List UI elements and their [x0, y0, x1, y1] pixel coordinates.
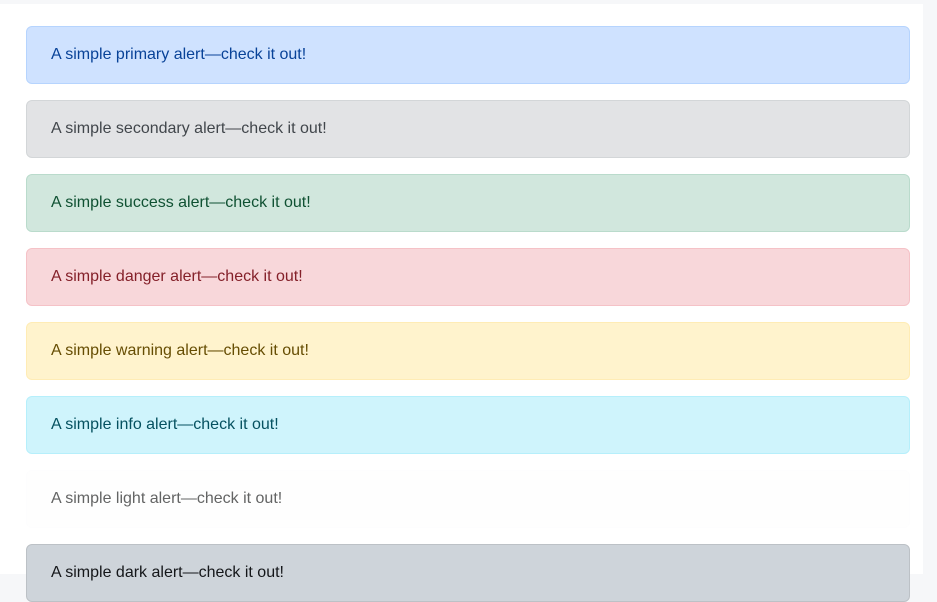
alert-success: A simple success alert—check it out! — [26, 174, 910, 232]
alert-dark: A simple dark alert—check it out! — [26, 544, 910, 602]
alert-secondary-text: A simple secondary alert—check it out! — [51, 120, 327, 137]
alert-info: A simple info alert—check it out! — [26, 396, 910, 454]
alerts-list: A simple primary alert—check it out! A s… — [26, 26, 910, 602]
alert-light: A simple light alert—check it out! — [26, 470, 910, 528]
alert-info-text: A simple info alert—check it out! — [51, 416, 279, 433]
alert-primary: A simple primary alert—check it out! — [26, 26, 910, 84]
alert-light-text: A simple light alert—check it out! — [51, 490, 283, 507]
page-surface: A simple primary alert—check it out! A s… — [0, 4, 923, 602]
alert-danger: A simple danger alert—check it out! — [26, 248, 910, 306]
alert-warning-text: A simple warning alert—check it out! — [51, 342, 309, 359]
alert-warning: A simple warning alert—check it out! — [26, 322, 910, 380]
alert-dark-text: A simple dark alert—check it out! — [51, 564, 284, 581]
alert-primary-text: A simple primary alert—check it out! — [51, 46, 307, 63]
alert-danger-text: A simple danger alert—check it out! — [51, 268, 303, 285]
alert-success-text: A simple success alert—check it out! — [51, 194, 311, 211]
alert-secondary: A simple secondary alert—check it out! — [26, 100, 910, 158]
